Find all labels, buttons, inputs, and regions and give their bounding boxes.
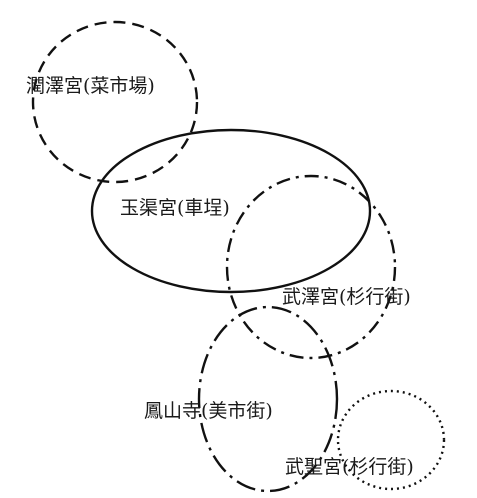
- yuqu-label: 玉渠宮(車埕): [120, 197, 230, 219]
- wusheng-label: 武聖宮(杉行街): [285, 456, 414, 478]
- node-runze: 潤澤宮(菜市場): [26, 20, 199, 184]
- yuqu-ellipse: [90, 128, 372, 294]
- fengshan-label: 鳳山寺(美市街): [144, 400, 273, 422]
- node-wuze: 武澤宮(杉行街): [225, 174, 411, 360]
- runze-label: 潤澤宮(菜市場): [26, 75, 155, 97]
- node-yuqu: 玉渠宮(車埕): [90, 128, 372, 294]
- node-wusheng: 武聖宮(杉行街): [285, 389, 446, 491]
- runze-ellipse: [31, 20, 199, 184]
- fengshan-ellipse: [197, 305, 339, 493]
- wuze-ellipse: [225, 174, 397, 360]
- wuze-label: 武澤宮(杉行街): [282, 286, 411, 308]
- node-fengshan: 鳳山寺(美市街): [144, 305, 339, 493]
- wusheng-ellipse: [336, 389, 446, 491]
